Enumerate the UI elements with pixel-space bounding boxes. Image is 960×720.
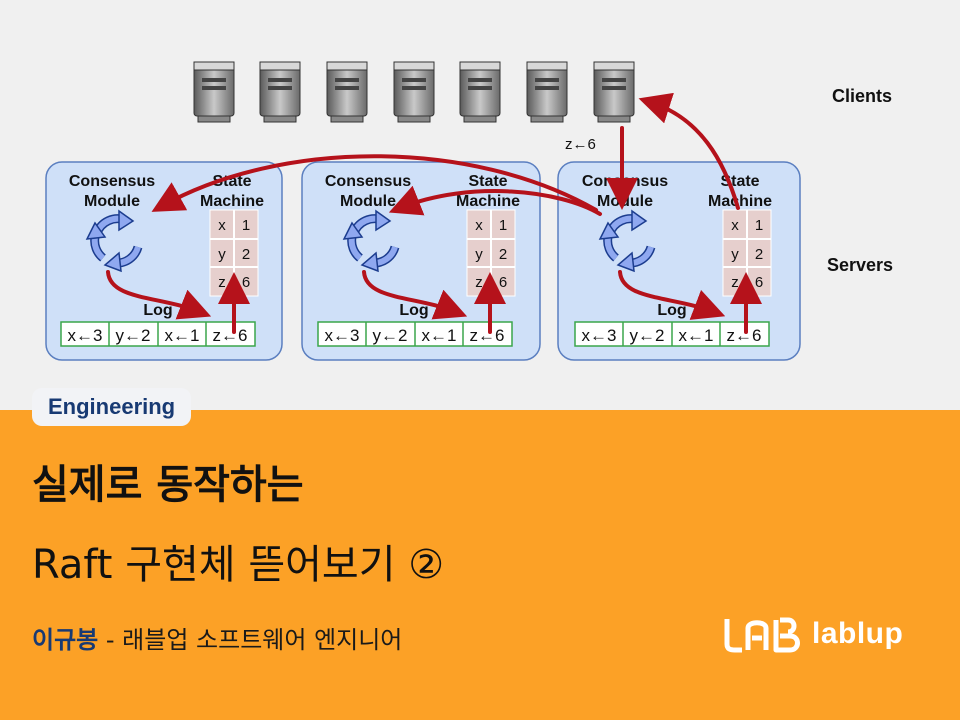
replicate-arrow-server-1 <box>388 185 602 216</box>
log-entry: z←6 <box>470 326 505 345</box>
log-entry: x←3 <box>582 326 617 345</box>
client-computer-icon <box>393 61 435 123</box>
state-key: z <box>731 274 739 291</box>
title-banner <box>0 410 960 720</box>
lablup-logo: lablup <box>722 612 903 656</box>
log-entries: x←3 y←2 x←1 z←6 <box>60 321 256 347</box>
category-tag: Engineering <box>32 388 192 426</box>
server-2: Consensus Module State Machine x 1 y 2 z… <box>557 161 801 361</box>
consensus-label: Module <box>84 193 140 210</box>
lablup-logo-icon <box>724 617 800 653</box>
log-entry: x←1 <box>422 326 457 345</box>
log-entry: y←2 <box>116 326 151 345</box>
state-key: y <box>475 246 483 263</box>
client-computer-icon <box>193 61 235 123</box>
title-line-1: 실제로 동작하는 <box>32 462 304 508</box>
state-value: 6 <box>242 274 250 291</box>
author-role: - 래블업 소프트웨어 엔지니어 <box>98 626 403 654</box>
client-computer-icon <box>526 61 568 123</box>
client-computer-icon <box>259 61 301 123</box>
state-value: 2 <box>755 246 763 263</box>
append-arrow-server-0 <box>106 270 212 320</box>
state-machine-label: Machine <box>456 193 520 210</box>
state-value: 1 <box>499 217 507 234</box>
consensus-label: Module <box>340 193 396 210</box>
log-entry: z←6 <box>727 326 762 345</box>
state-value: 6 <box>499 274 507 291</box>
consensus-label: Consensus <box>69 173 155 190</box>
client-computer-icon <box>326 61 368 123</box>
replicate-arrow-server-0 <box>151 154 598 212</box>
state-machine-label: State <box>212 173 251 190</box>
state-key: x <box>475 217 483 234</box>
state-key: z <box>475 274 483 291</box>
consensus-label: Consensus <box>325 173 411 190</box>
log-entry: x←3 <box>68 326 103 345</box>
consensus-label: Module <box>597 193 653 210</box>
log-entry: x←1 <box>165 326 200 345</box>
state-key: x <box>731 217 739 234</box>
raft-diagram: Clients Servers z←6 Consensus Module Sta… <box>45 61 894 361</box>
log-label: Log <box>657 302 686 319</box>
log-entries: x←3 y←2 x←1 z←6 <box>317 321 513 347</box>
log-entry: z←6 <box>213 326 248 345</box>
log-label: Log <box>143 302 172 319</box>
state-value: 2 <box>499 246 507 263</box>
log-entries: x←3 y←2 x←1 z←6 <box>574 321 770 347</box>
client-computers <box>193 61 635 123</box>
state-value: 1 <box>242 217 250 234</box>
state-machine-label: Machine <box>200 193 264 210</box>
consensus-label: Consensus <box>582 173 668 190</box>
state-key: z <box>218 274 226 291</box>
request-label: z←6 <box>565 136 596 153</box>
append-arrow-server-2 <box>618 270 726 320</box>
log-entry: y←2 <box>373 326 408 345</box>
log-label: Log <box>399 302 428 319</box>
state-key: y <box>218 246 226 263</box>
client-response-arrow <box>638 92 740 210</box>
title-line-2: Raft 구현체 뜯어보기 ② <box>32 542 445 588</box>
flow-arrows <box>106 92 762 334</box>
append-arrow-server-1 <box>362 270 468 320</box>
server-0: Consensus Module State Machine x 1 y 2 z… <box>45 161 283 361</box>
state-value: 1 <box>755 217 763 234</box>
state-key: x <box>218 217 226 234</box>
log-entry: x←3 <box>325 326 360 345</box>
log-entry: x←1 <box>679 326 714 345</box>
servers-label: Servers <box>827 255 893 275</box>
author-name: 이규봉 <box>32 626 99 654</box>
lablup-logo-text: lablup <box>812 617 904 650</box>
state-key: y <box>731 246 739 263</box>
state-value: 2 <box>242 246 250 263</box>
client-computer-icon <box>593 61 635 123</box>
state-machine-label: Machine <box>708 193 772 210</box>
author-line: 이규봉 - 래블업 소프트웨어 엔지니어 <box>32 620 402 655</box>
client-computer-icon <box>459 61 501 123</box>
state-value: 6 <box>755 274 763 291</box>
state-machine-label: State <box>468 173 507 190</box>
log-entry: y←2 <box>630 326 665 345</box>
clients-label: Clients <box>832 86 892 106</box>
